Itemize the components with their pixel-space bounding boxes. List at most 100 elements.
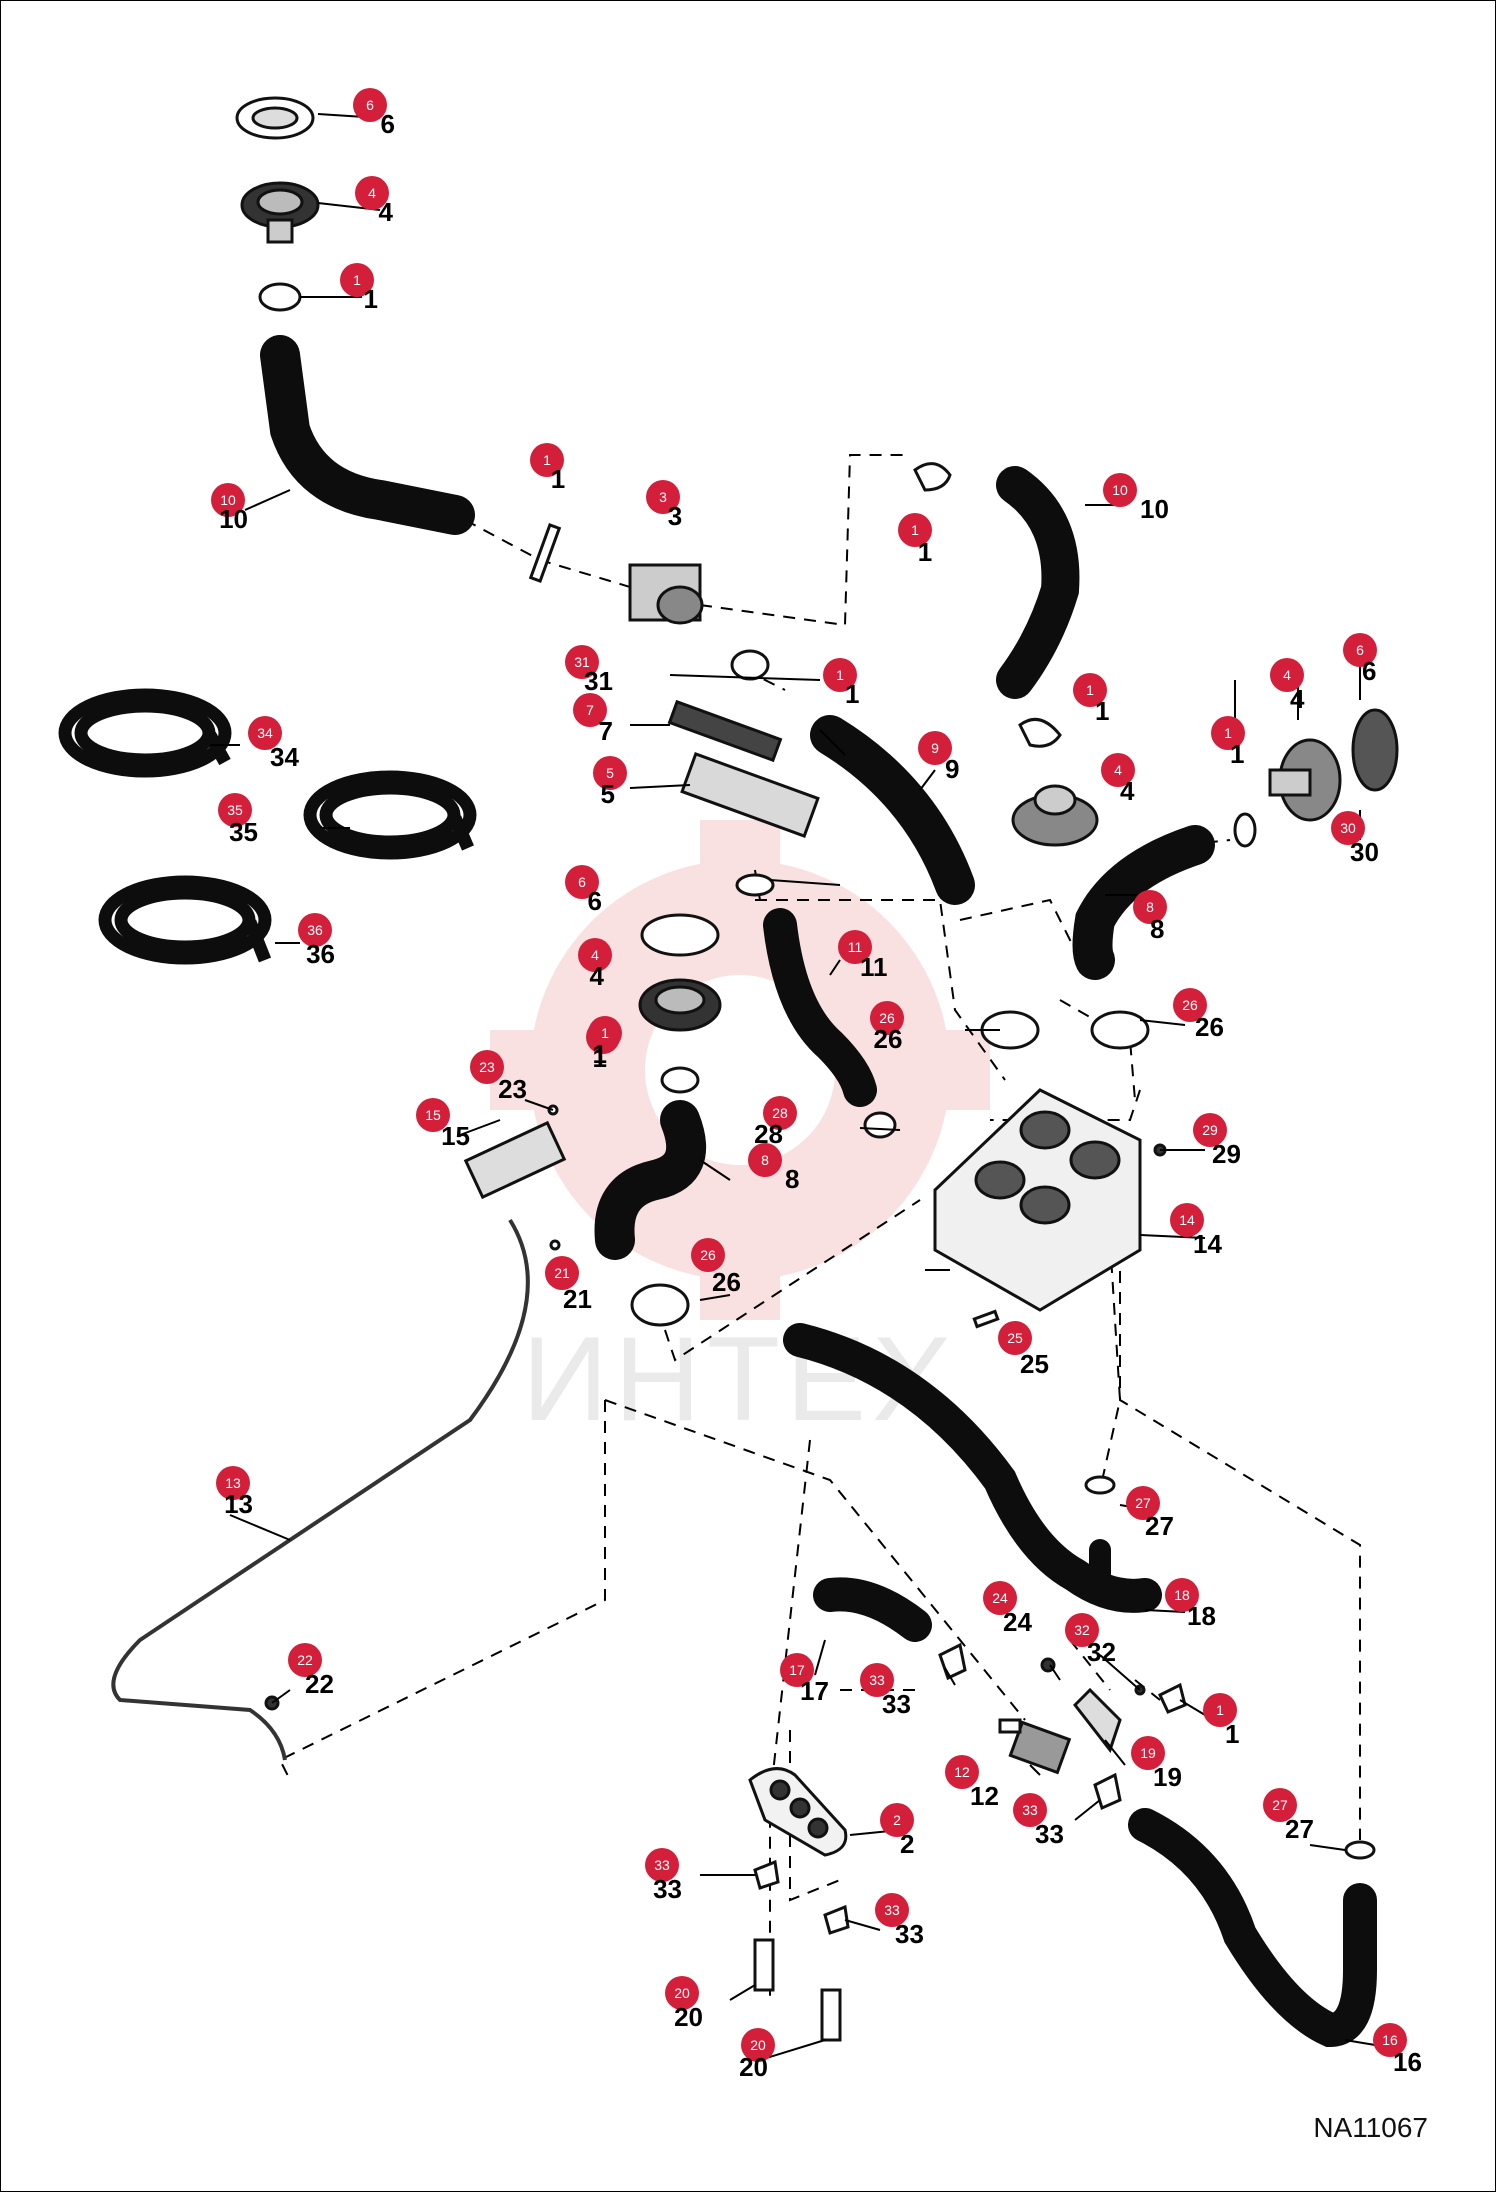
hose-coil-36 — [98, 875, 272, 965]
callout-badge — [1170, 1203, 1204, 1237]
screw-25 — [972, 1309, 1000, 1329]
callout-badge — [1165, 1578, 1199, 1612]
callout-badge — [1211, 716, 1245, 750]
callout-badge — [1373, 2023, 1407, 2057]
part-number-label: 7 — [599, 716, 613, 746]
screw-21 — [549, 1239, 561, 1251]
vent-4-right-lower — [1011, 784, 1099, 847]
callout-1: 11 — [530, 443, 565, 494]
clamp-1-b — [730, 649, 770, 681]
callout-8: 88 — [748, 1143, 799, 1194]
callout-badge-number: 4 — [1114, 762, 1122, 778]
callout-badge-number: 33 — [869, 1672, 885, 1688]
callout-1: 11 — [1073, 673, 1109, 726]
callout-badge-number: 24 — [992, 1590, 1008, 1606]
callout-badge — [1133, 890, 1167, 924]
callout-badge — [1193, 1113, 1227, 1147]
callout-badge-number: 1 — [1224, 725, 1232, 741]
clamp-28 — [863, 1111, 897, 1139]
filter-7 — [667, 699, 783, 763]
part-number-label: 24 — [1003, 1607, 1032, 1637]
hose-coil-35 — [303, 770, 477, 860]
callout-badge-number: 12 — [954, 1764, 970, 1780]
callout-badge — [1343, 633, 1377, 667]
part-number-label: 2 — [900, 1829, 914, 1859]
callout-badge-number: 35 — [227, 802, 243, 818]
part-number-label: 25 — [1020, 1349, 1049, 1379]
part-number-label: 1 — [918, 537, 932, 567]
callout-badge — [1013, 1793, 1047, 1827]
callout-badge — [545, 1256, 579, 1290]
callout-badge-number: 19 — [1140, 1745, 1156, 1761]
callout-badge — [1126, 1486, 1160, 1520]
watermark-gear-icon — [490, 820, 990, 1320]
callout-badge-number: 10 — [220, 492, 236, 508]
part-number-label: 6 — [1362, 656, 1376, 686]
hose-17 — [813, 1577, 932, 1642]
part-number-label: 9 — [945, 754, 959, 784]
part-number-label: 8 — [785, 1164, 799, 1194]
callout-badge-number: 1 — [1086, 682, 1094, 698]
callout-badge — [645, 1848, 679, 1882]
louver-6-mid — [640, 913, 720, 957]
callout-badge-number: 20 — [750, 2037, 766, 2053]
callout-badge — [823, 658, 857, 692]
callout-badge — [588, 1016, 622, 1050]
callout-badge-number: 5 — [606, 765, 614, 781]
valve-3 — [628, 563, 704, 625]
clamp-1-f — [735, 873, 775, 897]
callout-badge — [353, 88, 387, 122]
callout-badge — [355, 176, 389, 210]
callout-badge-number: 4 — [368, 185, 376, 201]
callout-badge — [211, 483, 245, 517]
callout-badge — [998, 1321, 1032, 1355]
callout-badge — [1073, 673, 1107, 707]
part-number-label: 10 — [1140, 494, 1169, 524]
part-number-label: 26 — [712, 1267, 741, 1297]
callout-badge-number: 36 — [307, 922, 323, 938]
clamp-33-b — [1093, 1772, 1122, 1811]
callout-badge-number: 1 — [1216, 1702, 1224, 1718]
hoses — [260, 335, 1377, 2048]
callout-badge — [593, 756, 627, 790]
part-number-label: 21 — [563, 1284, 592, 1314]
part-number-label: 5 — [601, 779, 615, 809]
callout-badge-number: 8 — [1146, 899, 1154, 915]
callout-badge-number: 9 — [931, 740, 939, 756]
plate-2 — [748, 1767, 848, 1857]
clamp-26-b — [1090, 1010, 1150, 1050]
callout-badge — [470, 1050, 504, 1084]
callout-badge-number: 3 — [659, 489, 667, 505]
callout-badge-number: 26 — [700, 1247, 716, 1263]
callout-badge — [870, 1001, 904, 1035]
watermark: ИНТЕХ — [490, 820, 990, 1446]
callout-badge-number: 2 — [893, 1812, 901, 1828]
callout-badge — [918, 731, 952, 765]
callout-badge-number: 20 — [674, 1985, 690, 2001]
part-number-label: 1 — [1230, 739, 1244, 769]
callout-badge — [748, 1143, 782, 1177]
vent-4-right — [1268, 738, 1342, 822]
callout-badge — [565, 645, 599, 679]
part-number-label: 6 — [588, 886, 602, 916]
callout-3: 33 — [646, 480, 682, 531]
callout-9: 99 — [918, 731, 959, 784]
callout-badge — [945, 1755, 979, 1789]
part-number-label: 17 — [800, 1676, 829, 1706]
callout-badge — [898, 513, 932, 547]
callout-4: 44 — [578, 938, 612, 991]
callout-badge — [1131, 1736, 1165, 1770]
